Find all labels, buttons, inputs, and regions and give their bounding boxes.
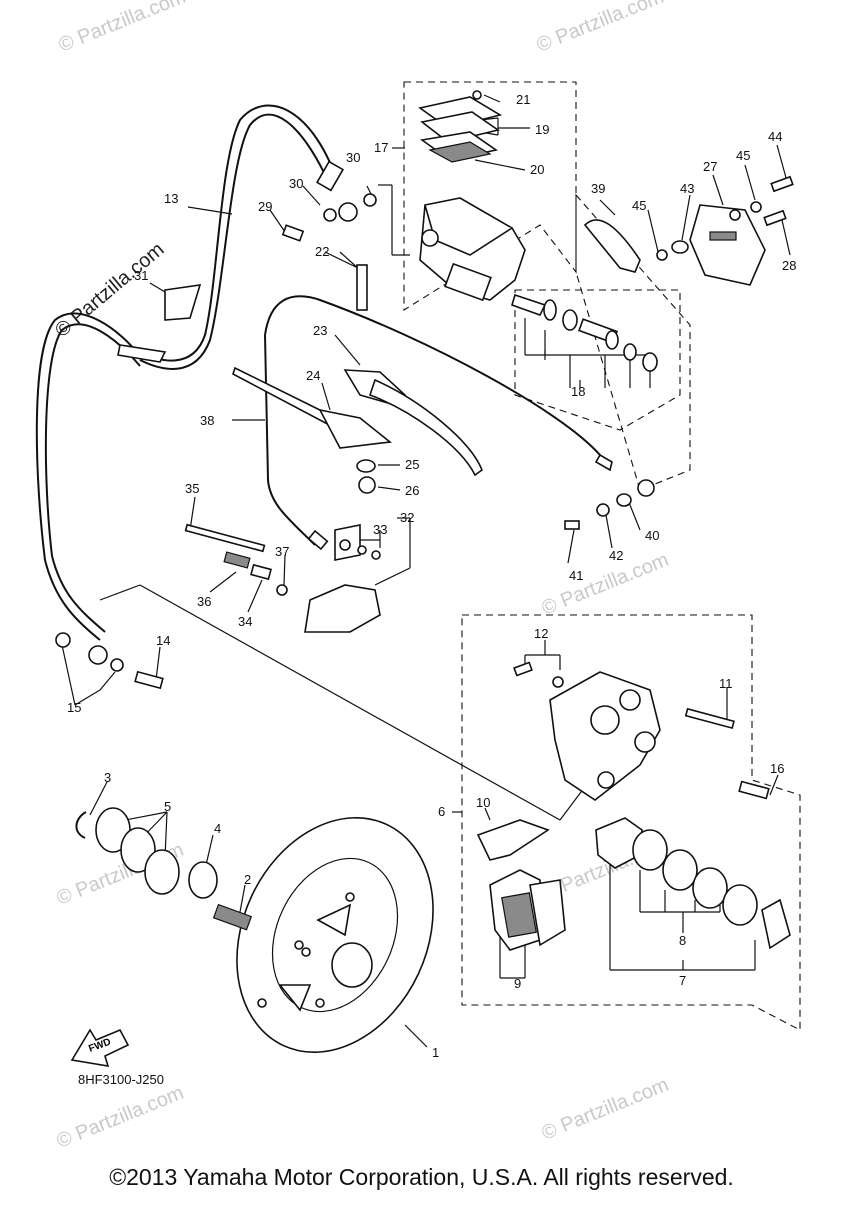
callout-44: 44 xyxy=(768,129,782,144)
linkage xyxy=(583,175,794,286)
callout-43: 43 xyxy=(680,181,694,196)
callout-37: 37 xyxy=(275,544,289,559)
master-cylinder xyxy=(418,90,526,302)
watermark: © Partzilla.com xyxy=(539,1074,672,1145)
linkage-box xyxy=(575,193,691,491)
callout-32: 32 xyxy=(400,510,414,525)
callout-38: 38 xyxy=(200,413,214,428)
callout-31: 31 xyxy=(134,268,148,283)
main-caliper xyxy=(476,661,791,951)
callout-36: 36 xyxy=(197,594,211,609)
callout-26: 26 xyxy=(405,483,419,498)
callout-17: 17 xyxy=(374,140,388,155)
lever-assembly xyxy=(232,264,655,546)
copyright-notice: ©2013 Yamaha Motor Corporation, U.S.A. A… xyxy=(109,1164,734,1190)
callout-24: 24 xyxy=(306,368,320,383)
callout-7: 7 xyxy=(679,973,686,988)
callout-33: 33 xyxy=(373,522,387,537)
callout-3: 3 xyxy=(104,770,111,785)
piston-kit-box xyxy=(514,289,681,431)
callout-1: 1 xyxy=(432,1045,439,1060)
callout-34: 34 xyxy=(238,614,252,629)
callout-15: 15 xyxy=(67,700,81,715)
fwd-arrow: FWD xyxy=(70,1028,130,1068)
callout-6: 6 xyxy=(438,804,445,819)
brake-hose xyxy=(35,104,358,665)
callout-12: 12 xyxy=(534,626,548,641)
watermark: © Partzilla.com xyxy=(534,0,667,57)
callouts: 1 2 3 4 5 6 7 8 9 10 11 12 13 14 15 16 1… xyxy=(67,92,796,1060)
callout-23: 23 xyxy=(313,323,327,338)
leader-lines xyxy=(61,94,791,1048)
caliper-box xyxy=(461,614,801,1031)
group-boxes xyxy=(403,81,801,1031)
callout-20: 20 xyxy=(530,162,544,177)
callout-30b: 30 xyxy=(289,176,303,191)
callout-5: 5 xyxy=(164,799,171,814)
diagram-code: 8HF3100-J250 xyxy=(78,1072,164,1087)
callout-4: 4 xyxy=(214,821,221,836)
callout-25: 25 xyxy=(405,457,419,472)
callout-21: 21 xyxy=(516,92,530,107)
callout-39: 39 xyxy=(591,181,605,196)
callout-29: 29 xyxy=(258,199,272,214)
callout-9: 9 xyxy=(514,976,521,991)
watermark: © Partzilla.com xyxy=(56,0,189,57)
brake-disc xyxy=(75,807,434,1054)
callout-22: 22 xyxy=(315,244,329,259)
callout-16: 16 xyxy=(770,761,784,776)
callout-42: 42 xyxy=(609,548,623,563)
callout-45a: 45 xyxy=(736,148,750,163)
callout-8: 8 xyxy=(679,933,686,948)
small-hardware xyxy=(55,193,377,690)
callout-10: 10 xyxy=(476,795,490,810)
watermark: © Partzilla.com xyxy=(54,1082,187,1153)
callout-35: 35 xyxy=(185,481,199,496)
watermark: © Partzilla.com xyxy=(539,549,672,620)
callout-30a: 30 xyxy=(346,150,360,165)
callout-45b: 45 xyxy=(632,198,646,213)
callout-41: 41 xyxy=(569,568,583,583)
callout-28: 28 xyxy=(782,258,796,273)
callout-11: 11 xyxy=(719,676,733,691)
callout-40: 40 xyxy=(645,528,659,543)
parking-caliper xyxy=(184,523,381,633)
callout-2: 2 xyxy=(244,872,251,887)
callout-27: 27 xyxy=(703,159,717,174)
callout-18: 18 xyxy=(571,384,585,399)
piston-kit xyxy=(511,293,658,372)
callout-14: 14 xyxy=(156,633,170,648)
callout-13: 13 xyxy=(164,191,178,206)
callout-19: 19 xyxy=(535,122,549,137)
